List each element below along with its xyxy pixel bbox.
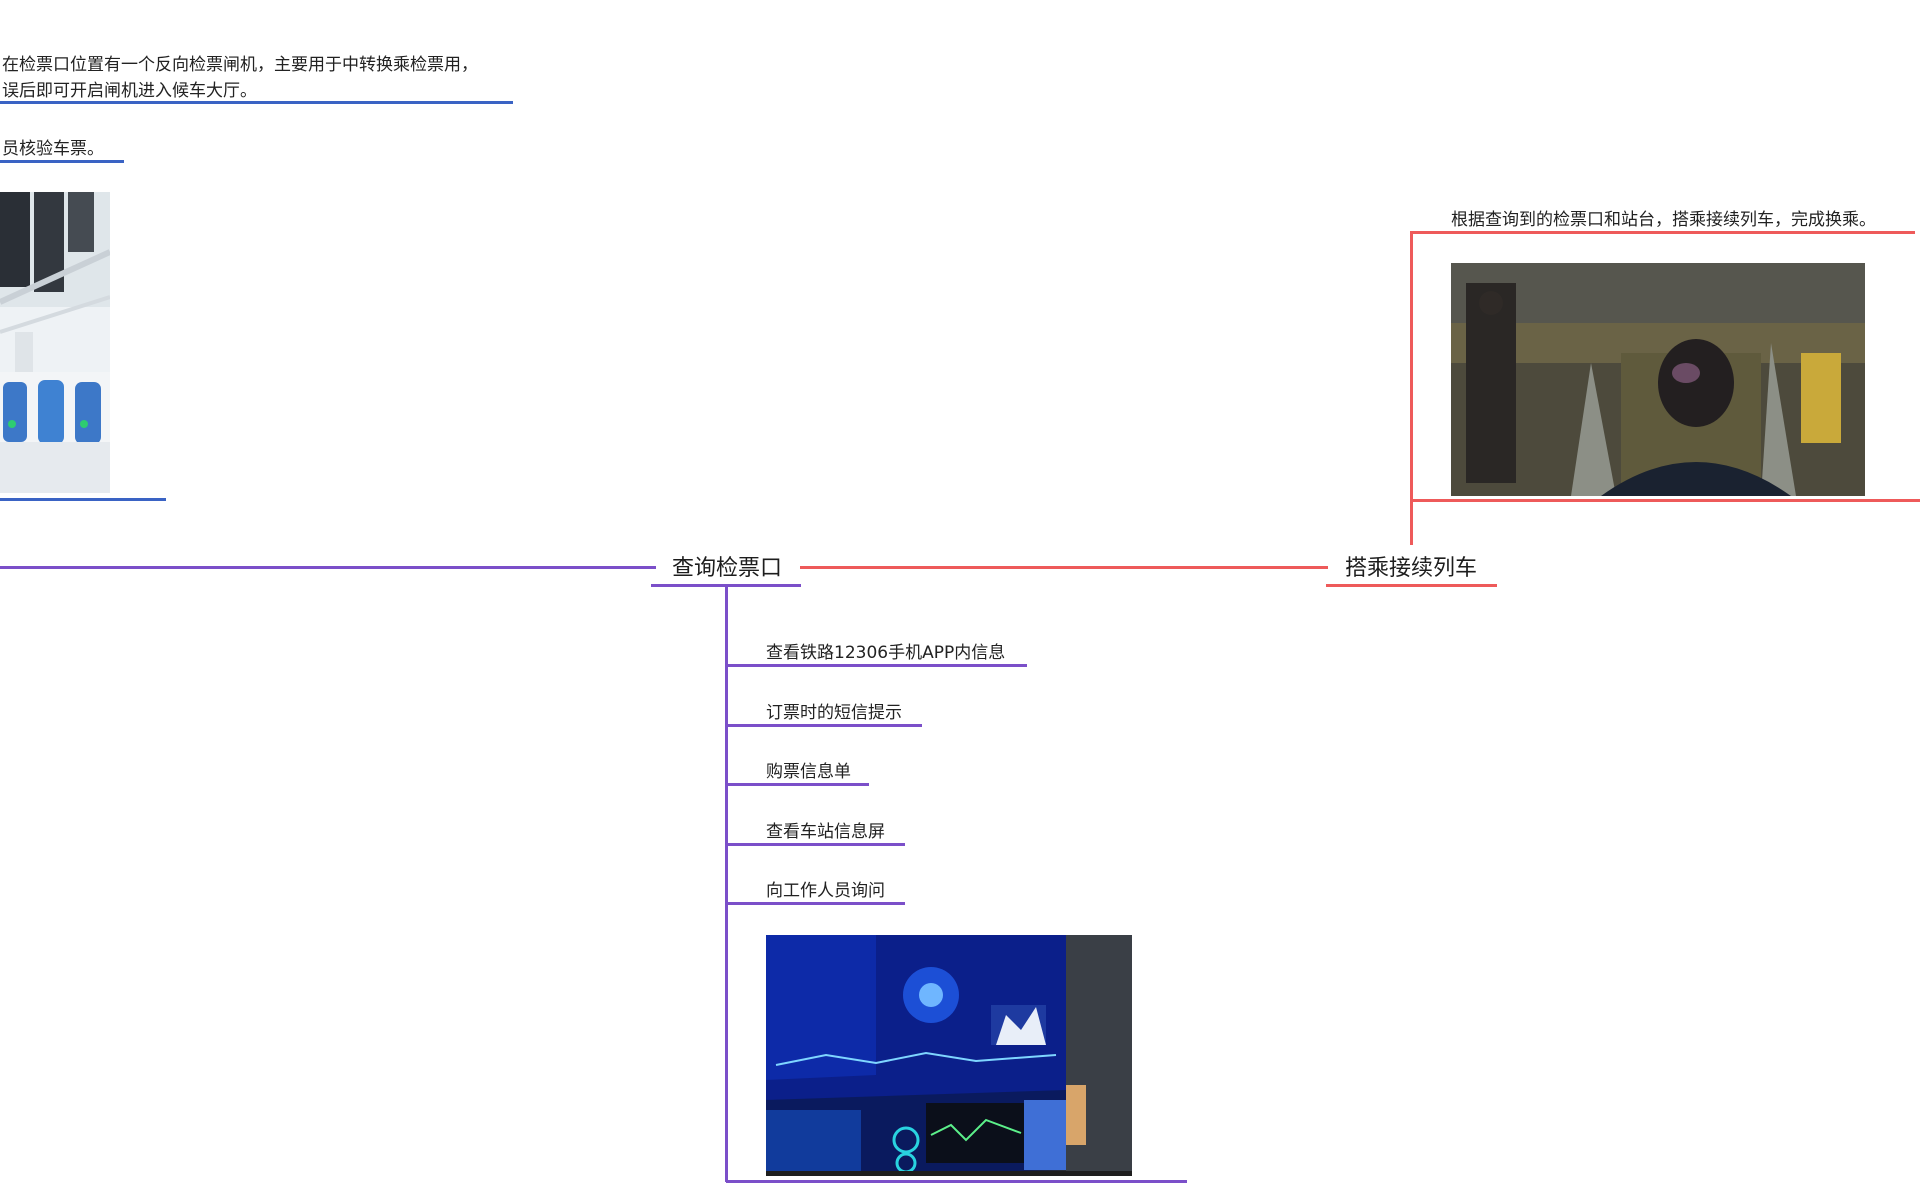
child-station-screen-underline bbox=[726, 843, 905, 846]
right-child-text: 根据查询到的检票口和站台，搭乘接续列车，完成换乘。 bbox=[1451, 210, 1876, 230]
center-vertical-trunk bbox=[725, 585, 728, 1182]
child-sms-hint: 订票时的短信提示 bbox=[766, 703, 902, 723]
center-node-label[interactable]: 查询检票口 bbox=[672, 556, 783, 581]
right-image-underline bbox=[1410, 499, 1920, 502]
staff-escalator-photo bbox=[1451, 263, 1865, 496]
child-station-screen: 查看车站信息屏 bbox=[766, 822, 885, 842]
child-ask-staff-underline bbox=[726, 902, 905, 905]
left-main-connector bbox=[0, 566, 656, 569]
gate-photo bbox=[0, 192, 110, 493]
left-text-line-1: 在检票口位置有一个反向检票闸机，主要用于中转换乘检票用， bbox=[2, 55, 478, 75]
child-ticket-info: 购票信息单 bbox=[766, 762, 851, 782]
left-text-underline bbox=[0, 101, 513, 104]
center-image-underline bbox=[726, 1180, 1187, 1183]
child-12306-app: 查看铁路12306手机APP内信息 bbox=[766, 643, 1006, 663]
child-sms-hint-underline bbox=[726, 724, 922, 727]
right-node-underline bbox=[1326, 584, 1497, 587]
child-ticket-info-underline bbox=[726, 783, 869, 786]
left-text-line-2: 误后即可开启闸机进入候车大厅。 bbox=[2, 81, 257, 101]
center-right-connector bbox=[800, 566, 1328, 569]
left-text-2-underline bbox=[0, 160, 124, 163]
right-node-label[interactable]: 搭乘接续列车 bbox=[1345, 556, 1478, 581]
left-text-2: 员核验车票。 bbox=[2, 139, 104, 159]
station-screen-photo bbox=[766, 935, 1132, 1176]
left-image-underline bbox=[0, 498, 166, 501]
right-vertical-trunk bbox=[1410, 232, 1413, 545]
child-ask-staff: 向工作人员询问 bbox=[766, 881, 885, 901]
right-child-text-underline bbox=[1410, 231, 1915, 234]
child-12306-app-underline bbox=[726, 664, 1027, 667]
